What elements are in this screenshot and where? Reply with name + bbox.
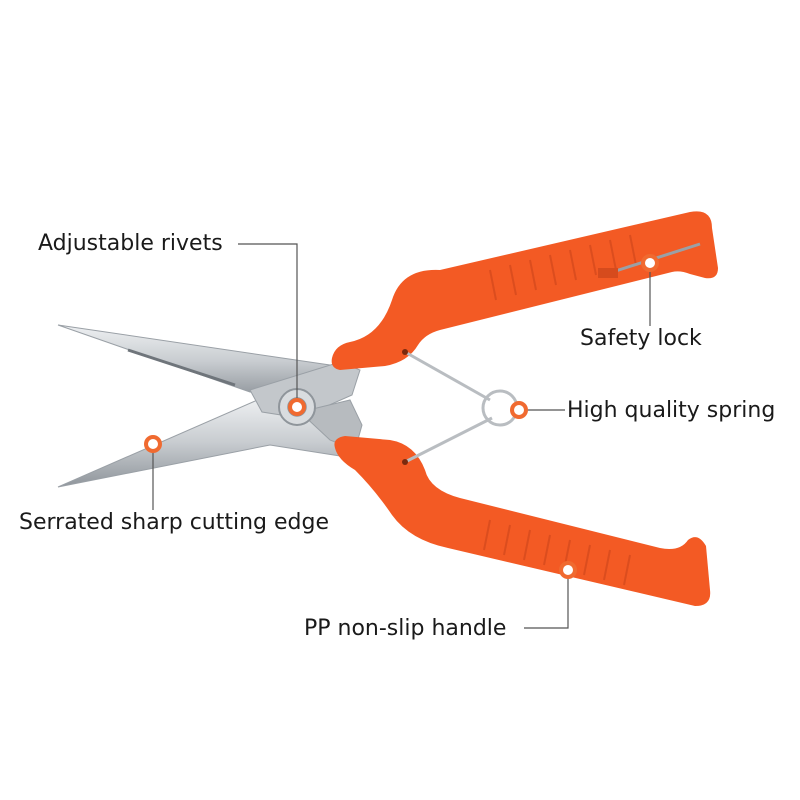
lower-handle [334, 436, 711, 606]
marker-serrated-edge [144, 435, 162, 453]
label-serrated-edge: Serrated sharp cutting edge [19, 510, 329, 535]
blade-groove [127, 348, 236, 387]
spring-pin-bottom [402, 459, 408, 465]
safety-lock-clip [598, 268, 618, 278]
callout-markers [144, 254, 659, 579]
label-pp-handle: PP non-slip handle [304, 616, 507, 641]
upper-handle-grip [489, 234, 637, 301]
lower-handle-grip [483, 519, 631, 586]
label-safety-lock: Safety lock [580, 326, 702, 351]
marker-safety-lock [641, 254, 659, 272]
marker-spring [510, 401, 528, 419]
marker-adjustable-rivets [288, 398, 306, 416]
leader-lines [152, 243, 651, 629]
spring-pin-top [402, 349, 408, 355]
label-adjustable-rivets: Adjustable rivets [38, 231, 223, 256]
spring [404, 350, 519, 464]
label-high-quality-spring: High quality spring [567, 398, 776, 423]
marker-pp-handle [559, 561, 577, 579]
upper-handle [331, 211, 718, 370]
